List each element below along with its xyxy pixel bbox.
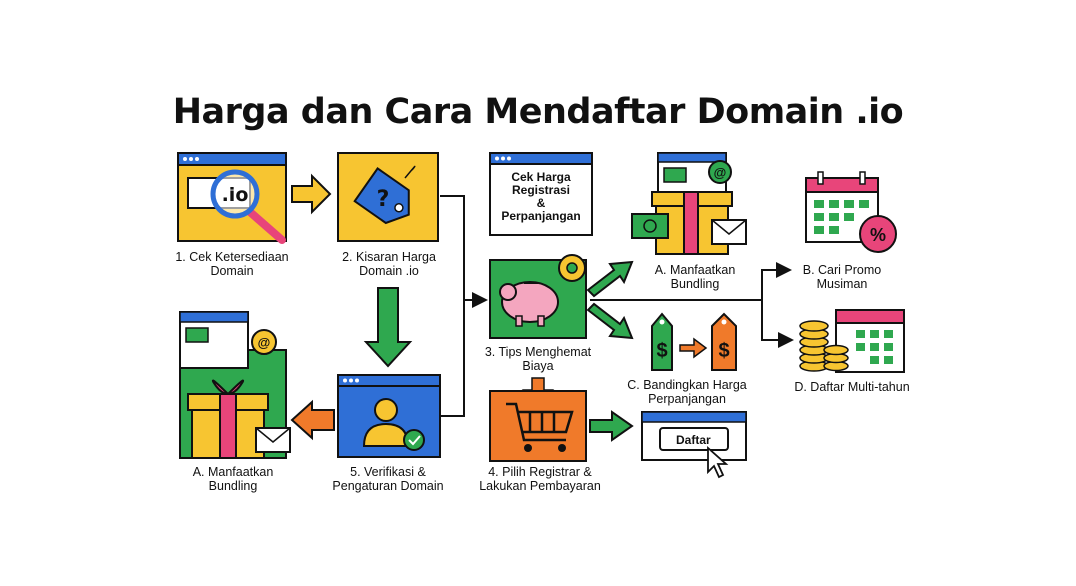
gear-icon [558,254,586,282]
price-note-line3: & [536,196,546,210]
connector-to-d [761,300,794,348]
step5-label: 5. Verifikasi &Pengaturan Domain [332,465,444,493]
dollar-tag-icon: $ [651,312,673,371]
percent-badge-icon [859,215,897,253]
arrow-3-to-c [586,302,634,340]
at-sign-icon [251,329,277,355]
connector-5-to-3 [440,300,465,417]
step3-icon [489,254,587,339]
arrow-4-to-daftar [589,410,634,442]
gift-icon [651,191,733,255]
tip-a-top-icon: @ [631,152,747,255]
gift-icon [187,379,269,459]
at-sign-icon [708,160,732,184]
io-text: .io [222,184,249,206]
svg-text:@: @ [714,165,727,180]
step1-icon: .io [177,152,287,244]
svg-text:$: $ [718,340,729,362]
tip-d-icon [799,309,905,373]
price-note-box [489,152,593,236]
price-note-text: Cek Harga Registrasi & Perpanjangan [490,171,592,223]
price-note-line1: Cek Harga [511,170,571,184]
step5-icon [337,374,441,458]
svg-text:@: @ [258,335,271,350]
tip-c-icon: $ $ [651,312,737,371]
svg-text:%: % [870,225,886,245]
calendar-icon: % [805,171,897,253]
coin-stack-icon [799,320,849,372]
tip-d-label: D. Daftar Multi-tahun [794,380,910,394]
daftar-button-shape [659,427,729,451]
piggy-bank-icon [499,281,559,327]
svg-text:$: $ [656,340,667,362]
step4-label: 4. Pilih Registrar &Lakukan Pembayaran [479,465,601,493]
user-verify-icon [362,398,425,451]
arrow-1-to-2 [291,173,332,215]
connector-to-b [761,262,792,300]
price-note-line4: Perpanjangan [501,209,581,223]
arrow-3-to-a-top [586,260,634,298]
magnifier-icon [210,169,286,244]
connector-2-to-3 [440,195,488,308]
arrow-5-to-a-left [290,399,335,441]
cursor-icon [707,445,729,479]
price-tag-icon [353,167,410,225]
cash-icon [631,213,669,239]
daftar-button[interactable]: Daftar [676,433,711,447]
svg-text:?: ? [377,187,390,212]
tip-a-left-icon: @ [179,311,291,459]
step4-icon [489,390,587,462]
arrow-2-to-5 [363,287,413,368]
dollar-tag-icon: $ [711,312,737,371]
step2-icon: ? [337,152,439,242]
page-title: Harga dan Cara Mendaftar Domain .io [172,92,904,132]
price-note-line2: Registrasi [511,183,571,197]
shopping-cart-icon [506,402,574,442]
